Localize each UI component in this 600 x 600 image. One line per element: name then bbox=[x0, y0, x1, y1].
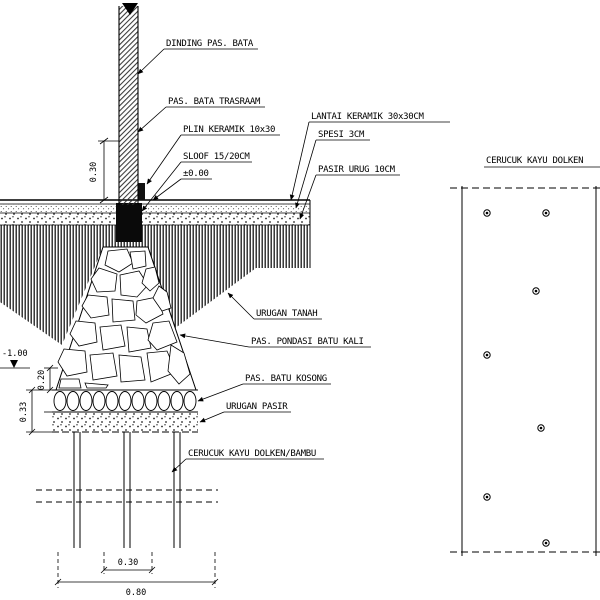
label-urugan-pasir: URUGAN PASIR bbox=[226, 402, 288, 412]
label-lantai: LANTAI KERAMIK 30x30CM bbox=[311, 112, 424, 122]
label-level-zero: ±0.00 bbox=[183, 169, 209, 179]
dim-pile-spacing: 0.30 bbox=[118, 558, 138, 568]
label-trasraam: PAS. BATA TRASRAAM bbox=[168, 97, 261, 107]
leader-lines bbox=[137, 49, 450, 472]
wall-section bbox=[119, 3, 138, 205]
dim-wall-height: 0.30 bbox=[89, 162, 99, 182]
dim-base-width: 0.80 bbox=[126, 588, 146, 598]
label-pasir-urug: PASIR URUG 10CM bbox=[318, 165, 396, 175]
sloof-block bbox=[116, 203, 142, 242]
foundation-stones bbox=[58, 249, 190, 388]
label-spesi: SPESI 3CM bbox=[318, 130, 365, 140]
batu-kosong-layer bbox=[52, 390, 198, 412]
label-sloof: SLOOF 15/20CM bbox=[183, 152, 250, 162]
depth-arrow bbox=[10, 360, 18, 368]
earth-fill-hatch bbox=[0, 200, 310, 345]
stone-foundation bbox=[56, 247, 196, 390]
plan-title: CERUCUK KAYU DOLKEN bbox=[486, 156, 583, 166]
label-batu-kosong: PAS. BATU KOSONG bbox=[245, 374, 327, 384]
label-cerucuk: CERUCUK KAYU DOLKEN/BAMBU bbox=[188, 449, 316, 459]
plan-pile-markers bbox=[484, 210, 549, 546]
callout-labels: DINDING PAS. BATA PAS. BATA TRASRAAM PLI… bbox=[166, 39, 425, 459]
dimension-labels: 0.30 -1.00 0.20 0.33 0.30 0.80 bbox=[2, 162, 146, 598]
dim-batu-kosong: 0.20 bbox=[37, 370, 47, 390]
sand-layer bbox=[52, 412, 198, 432]
label-urugan-tanah: URUGAN TANAH bbox=[256, 309, 317, 319]
plin-keramik bbox=[138, 183, 145, 200]
dimension-lines bbox=[0, 138, 218, 588]
label-plin: PLIN KERAMIK 10x30 bbox=[183, 125, 275, 135]
dim-base-h: 0.33 bbox=[19, 402, 29, 422]
label-dinding: DINDING PAS. BATA bbox=[166, 39, 254, 49]
piles bbox=[36, 432, 218, 548]
dim-depth: -1.00 bbox=[2, 349, 28, 359]
label-pondasi: PAS. PONDASI BATU KALI bbox=[251, 337, 364, 347]
floor-layers bbox=[0, 200, 310, 225]
plan-view: CERUCUK KAYU DOLKEN bbox=[450, 156, 600, 556]
wall-break-mark bbox=[122, 3, 138, 15]
